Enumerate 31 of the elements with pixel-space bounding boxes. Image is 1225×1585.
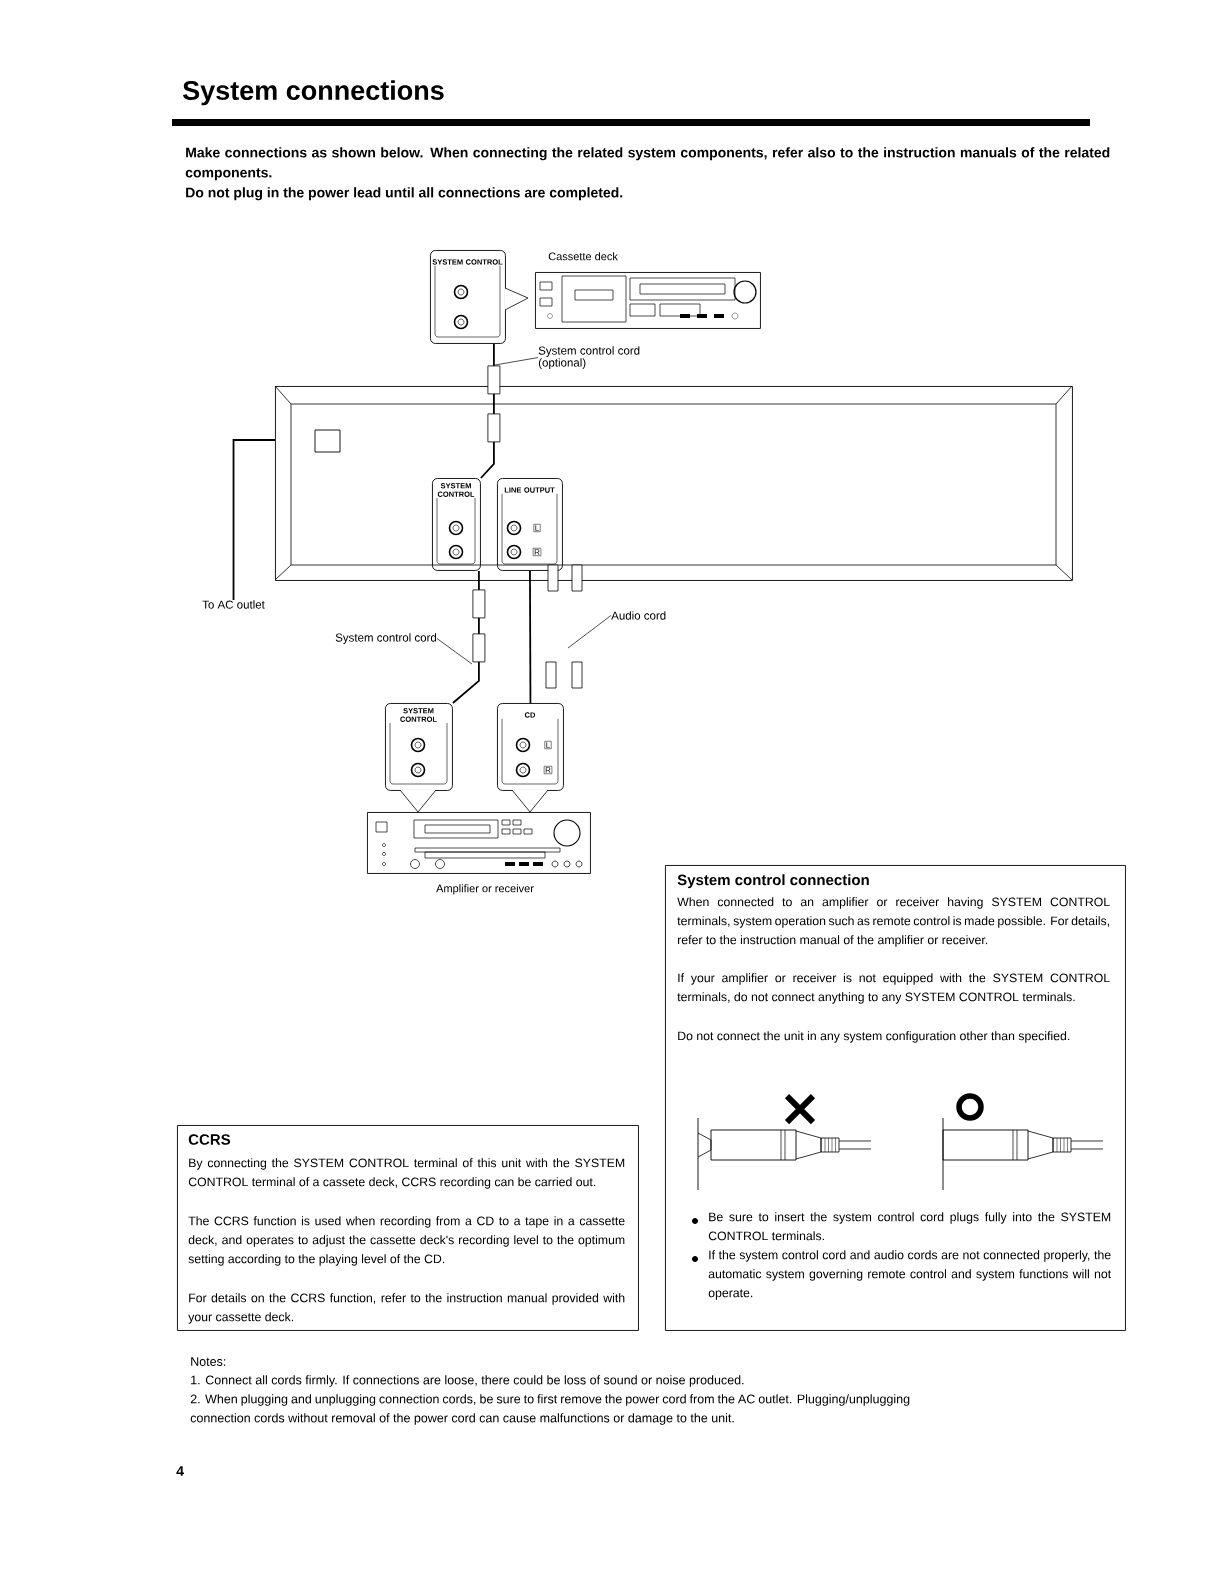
box-heading: System control connection	[677, 874, 869, 889]
paragraph: By connecting the SYSTEM CONTROL terminal of this unit with the SYSTEM CONTROL terminal of a cassete deck, CCRS recording can be carried out.	[188, 1158, 625, 1189]
paragraph: The CCRS function is used when recording from a CD to a tape in a cassette deck, and operates to adjust the cassette deck's recording level to the optimum setting according to the playing level of the CD.	[188, 1216, 625, 1266]
device-caption: Amplifier or receiver	[436, 884, 534, 895]
cord-label: Audio cord	[611, 611, 666, 620]
bullet-item: Be sure to insert the system control cord plugs fully into the SYSTEM CONTROL terminals.	[708, 1212, 1111, 1241]
page-title: System connections	[183, 80, 444, 106]
notes-heading: Notes:	[191, 1357, 226, 1366]
intro-text: Do not plug in the power lead until all connections are completed.	[186, 187, 623, 201]
paragraph: Do not connect the unit in any system configuration other than specified.	[678, 1031, 1070, 1043]
cord-label: System control cord (optional)	[538, 346, 640, 369]
box-heading: CCRS	[188, 1134, 231, 1145]
device-caption: Cassette deck	[548, 252, 618, 261]
intro-text: Make connections as shown below. When connecting the related system components, refer also to the instruction manuals of the related components.	[185, 147, 1110, 181]
bullet-item: If the system control cord and audio cords are not connected properly, the automatic system governing remote control and system functions will not operate.	[708, 1250, 1112, 1300]
channel-label: L	[544, 741, 552, 749]
note-text: 2. When plugging and unplugging connection cords, be sure to first remove the power cord from the AC outlet. Plugging/unplugging connection cords without removal of the power cord can cause malfunctions or damage to the unit.	[190, 1394, 910, 1425]
cord-label: System control cord	[335, 633, 437, 644]
channel-label: L	[533, 524, 541, 532]
player-rear-panel	[274, 385, 1073, 581]
leader-line	[494, 357, 539, 366]
paragraph: If your amplifier or receiver is not equipped with the SYSTEM CONTROL terminals, do not connect anything to any SYSTEM CONTROL terminals.	[677, 973, 1110, 1004]
channel-label: R	[532, 548, 542, 556]
cord-label: To AC outlet	[202, 600, 265, 609]
note-text: 1. Connect all cords firmly. If connections are loose, there could be loss of sound or noise produced.	[191, 1375, 744, 1387]
leader-line	[567, 615, 612, 649]
cord	[529, 570, 532, 704]
channel-label: R	[543, 766, 553, 774]
paragraph: When connected to an amplifier or receiver having SYSTEM CONTROL terminals, system operation such as remote control is made possible. For details, refer to the instruction manual of the amplifier or receiver.	[677, 897, 1110, 947]
paragraph: For details on the CCRS function, refer to the instruction manual provided with your cassette deck.	[188, 1293, 625, 1324]
page-number: 4	[176, 1466, 184, 1476]
